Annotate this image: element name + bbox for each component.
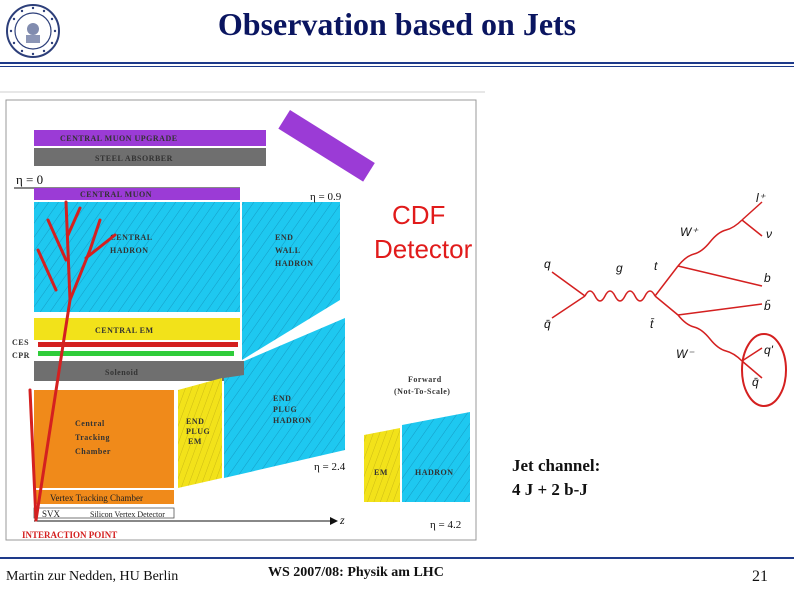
feynman-diagram: q q̄ g t t̄ W⁺ W⁻ l⁺ ν b b̄ q' q̄ bbox=[544, 191, 787, 407]
header-rule-thin bbox=[0, 66, 794, 67]
tracking-label-1: Central bbox=[75, 419, 105, 428]
eta-0-label: η = 0 bbox=[16, 172, 43, 187]
vertex-tracking-chamber bbox=[34, 490, 174, 504]
jet-tracks bbox=[28, 200, 117, 522]
central-tracking-chamber bbox=[34, 390, 174, 488]
tracking-label-2: Tracking bbox=[75, 433, 110, 442]
end-plug-had-label-1: END bbox=[273, 394, 291, 403]
jet-highlight-ellipse bbox=[741, 333, 787, 407]
central-muon-upgrade-label: CENTRAL MUON UPGRADE bbox=[60, 134, 178, 143]
vertex-chamber-label: Vertex Tracking Chamber bbox=[50, 493, 143, 503]
svx-label: SVX bbox=[42, 509, 61, 519]
feyn-qprime: q' bbox=[764, 343, 774, 357]
university-seal-logo bbox=[6, 4, 60, 58]
end-plug-had-label-3: HADRON bbox=[273, 416, 312, 425]
cdf-heading-1: CDF bbox=[392, 200, 445, 230]
end-plug-em-label-1: END bbox=[186, 417, 204, 426]
feyn-wplus: W⁺ bbox=[680, 225, 699, 239]
caption-line-1: Jet channel: bbox=[512, 456, 601, 475]
feyn-bbar: b̄ bbox=[764, 299, 771, 313]
central-em-block bbox=[34, 318, 240, 340]
feyn-t: t bbox=[654, 259, 658, 273]
central-hadron-label-2: HADRON bbox=[110, 246, 149, 255]
cdf-detector-diagram: CENTRAL MUON UPGRADE STEEL ABSORBER η = … bbox=[0, 90, 485, 545]
central-hadron-label-1: CENTRAL bbox=[110, 233, 153, 242]
caption-line-2: 4 J + 2 b-J bbox=[512, 480, 588, 499]
end-plug-em-label-2: PLUG bbox=[186, 427, 210, 436]
central-muon-block bbox=[34, 188, 240, 200]
end-plug-em-label-3: EM bbox=[188, 437, 202, 446]
header-rule bbox=[0, 62, 794, 64]
slide-title: Observation based on Jets bbox=[217, 6, 577, 42]
solenoid-block bbox=[34, 361, 244, 381]
eta-42-label: η = 4.2 bbox=[430, 519, 461, 531]
end-wall-label-1: END bbox=[275, 233, 293, 242]
forward-hadron-block bbox=[402, 412, 470, 502]
central-em-label: CENTRAL EM bbox=[95, 326, 154, 335]
steel-absorber-block bbox=[34, 148, 266, 166]
feyn-b: b bbox=[764, 271, 771, 285]
feyn-q: q bbox=[544, 257, 551, 271]
footer-rule bbox=[0, 557, 794, 559]
end-wall-hadron-block bbox=[242, 202, 340, 360]
end-plug-had-label-2: PLUG bbox=[273, 405, 297, 414]
central-muon-label: CENTRAL MUON bbox=[80, 190, 152, 199]
feyn-nu: ν bbox=[766, 227, 772, 241]
forward-em-block bbox=[364, 428, 400, 502]
forward-hadron-label: HADRON bbox=[415, 468, 454, 477]
jet-channel-caption: Jet channel: 4 J + 2 b-J bbox=[512, 454, 600, 502]
feyn-tbar: t̄ bbox=[650, 317, 655, 331]
cpr-bar bbox=[38, 351, 234, 356]
end-plug-em-block bbox=[178, 378, 222, 488]
steel-absorber-label: STEEL ABSORBER bbox=[95, 154, 173, 163]
feyn-lplus: l⁺ bbox=[756, 191, 767, 205]
tracking-label-3: Chamber bbox=[75, 447, 111, 456]
central-muon-extension bbox=[278, 110, 375, 182]
svx-block bbox=[33, 507, 175, 519]
ces-bar bbox=[38, 342, 238, 347]
z-axis-label: z bbox=[339, 513, 345, 527]
feyn-wminus: W⁻ bbox=[676, 347, 695, 361]
forward-label-1: Forward bbox=[408, 375, 442, 384]
footer-course: WS 2007/08: Physik am LHC bbox=[268, 565, 444, 580]
slide-number: 21 bbox=[752, 568, 768, 585]
footer-author: Martin zur Nedden, HU Berlin bbox=[6, 569, 179, 584]
ces-label: CES bbox=[12, 338, 29, 347]
end-wall-label-2: WALL bbox=[275, 246, 301, 255]
end-wall-label-3: HADRON bbox=[275, 259, 314, 268]
feyn-qbar2: q̄ bbox=[752, 375, 759, 389]
interaction-point-label: INTERACTION POINT bbox=[22, 530, 117, 540]
central-muon-upgrade-block bbox=[34, 130, 266, 146]
cdf-heading-2: Detector bbox=[374, 234, 473, 264]
cpr-label: CPR bbox=[12, 351, 30, 360]
svx-desc-label: Silicon Vertex Detector bbox=[90, 510, 165, 519]
feyn-g: g bbox=[616, 261, 623, 275]
solenoid-label: Solenoid bbox=[105, 368, 138, 377]
end-plug-hadron-block bbox=[224, 360, 345, 478]
forward-em-label: EM bbox=[374, 468, 388, 477]
eta-24-label: η = 2.4 bbox=[314, 461, 346, 473]
forward-label-2: (Not-To-Scale) bbox=[394, 387, 450, 396]
feyn-qbar: q̄ bbox=[544, 317, 551, 331]
eta-09-label: η = 0.9 bbox=[310, 191, 342, 203]
